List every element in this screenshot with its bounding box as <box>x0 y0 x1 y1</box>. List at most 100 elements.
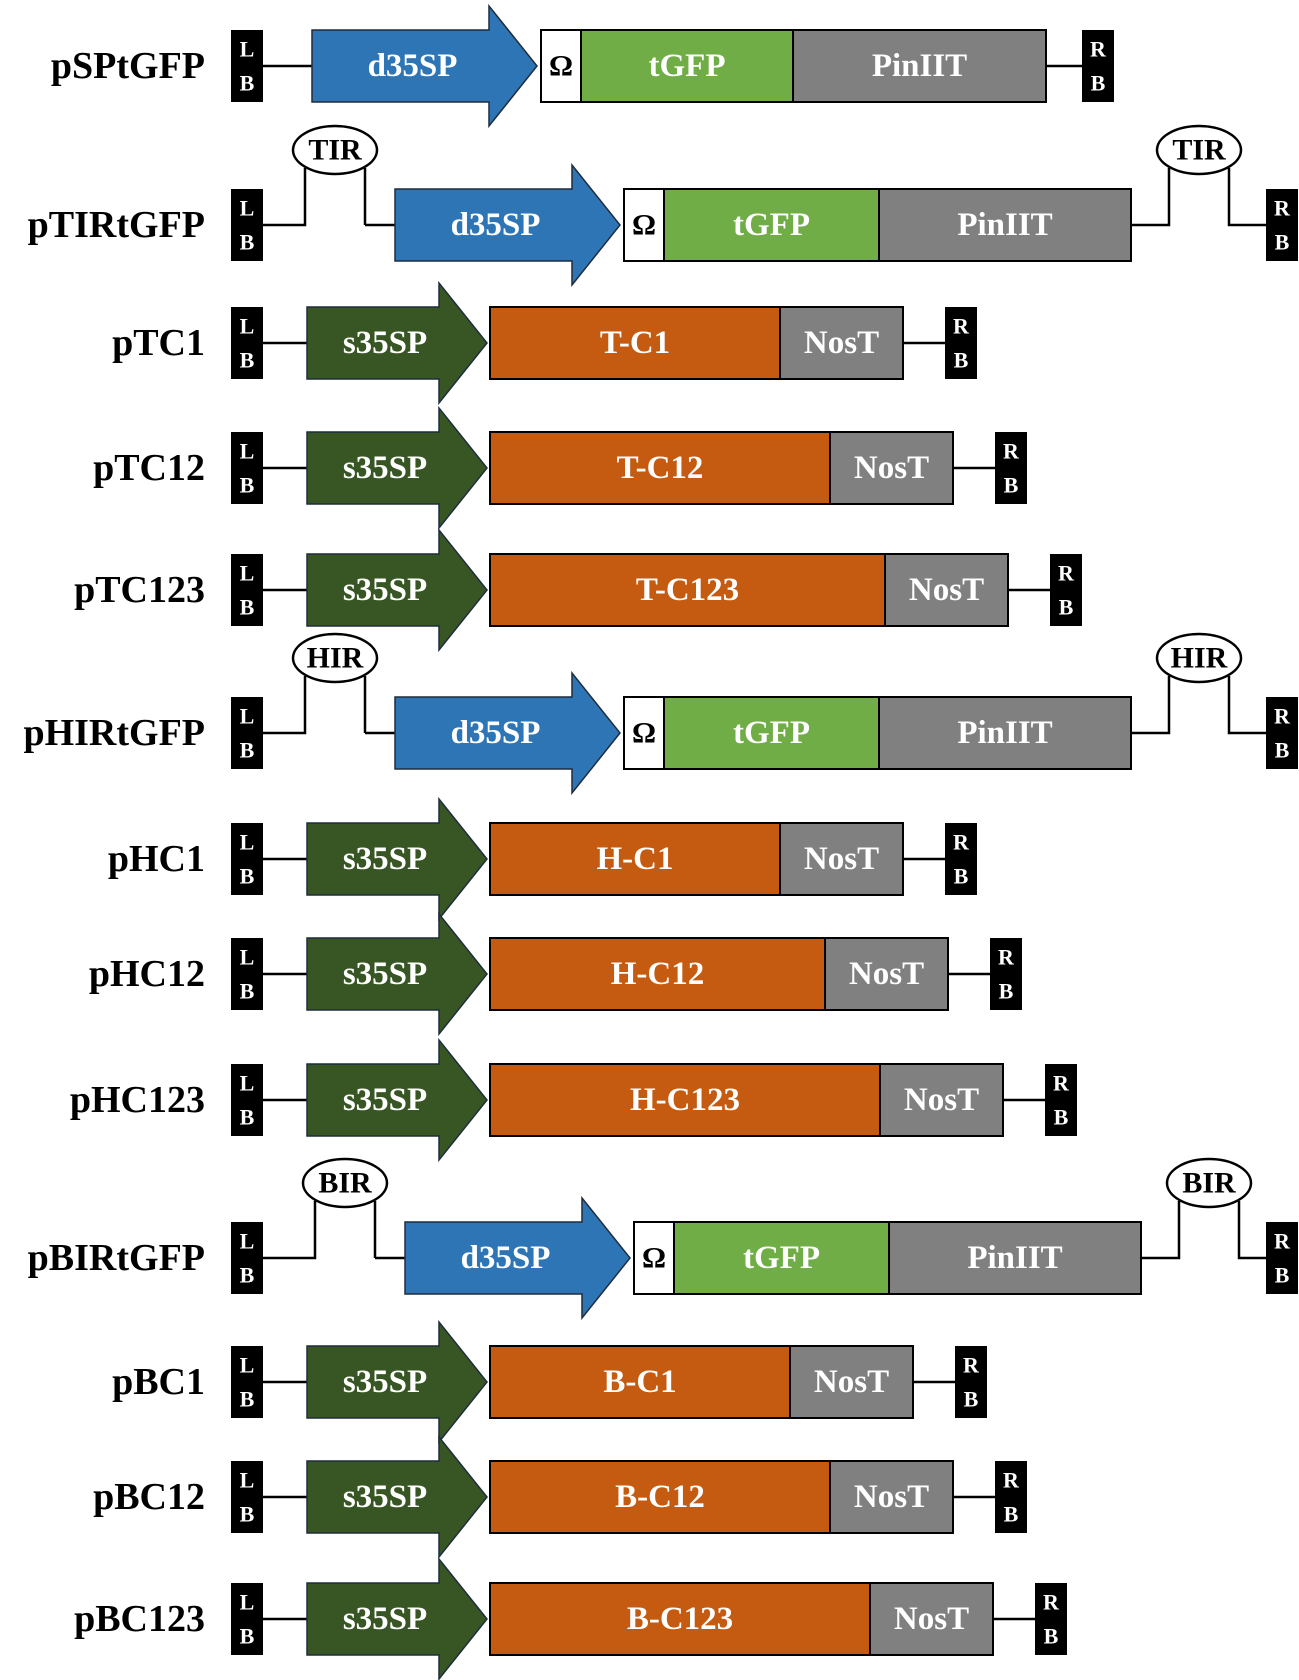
terminator-box-label: PinIIT <box>957 207 1052 243</box>
construct-name: pTC123 <box>74 569 205 611</box>
gene-box-label: B-C12 <box>615 1479 705 1515</box>
right-border-box-letter-top: R <box>1274 196 1291 221</box>
left-insulator-loop <box>291 124 379 176</box>
right-border-box <box>1266 189 1298 261</box>
right-border-box-letter-top: R <box>953 314 970 339</box>
terminator-box <box>779 306 904 380</box>
terminator-box-label: NosT <box>894 1601 969 1637</box>
omega-box-label: Ω <box>632 209 656 242</box>
terminator-box-label: NosT <box>804 841 879 877</box>
promoter-arrow <box>306 1556 488 1680</box>
construct-name: pTIRtGFP <box>28 204 205 246</box>
promoter-arrow <box>306 1434 488 1560</box>
right-border-box <box>1266 697 1298 769</box>
terminator-box <box>884 553 1009 627</box>
right-border-box-letter-bottom: B <box>1044 1624 1059 1649</box>
right-border-box-letter-bottom: B <box>1004 473 1019 498</box>
promoter-arrow <box>306 911 488 1037</box>
right-border-box <box>1266 1222 1298 1294</box>
terminator-box-label: NosT <box>804 325 879 361</box>
right-border-box <box>995 432 1027 504</box>
terminator-box <box>878 696 1132 770</box>
right-border-box-letter-top: R <box>1274 704 1291 729</box>
right-border-box-letter-top: R <box>1090 37 1107 62</box>
gene-box <box>489 306 781 380</box>
left-border-box-letter-top: L <box>240 37 255 62</box>
right-border-box-letter-bottom: B <box>964 1387 979 1412</box>
terminator-box-label: NosT <box>854 1479 929 1515</box>
gene-box-label: tGFP <box>733 207 810 243</box>
right-border-box <box>945 307 977 379</box>
promoter-arrow <box>394 162 621 288</box>
left-border-box-letter-top: L <box>240 704 255 729</box>
promoter-arrow-label: d35SP <box>368 48 458 84</box>
construct-name: pHC12 <box>89 953 205 995</box>
left-border-box-letter-top: L <box>240 830 255 855</box>
right-border-box <box>955 1346 987 1418</box>
right-border-box-letter-bottom: B <box>1004 1502 1019 1527</box>
terminator-box-label: NosT <box>814 1364 889 1400</box>
right-insulator-loop <box>1155 632 1243 684</box>
promoter-arrow <box>306 280 488 406</box>
promoter-arrow-label: s35SP <box>343 450 427 486</box>
left-insulator-stem <box>263 1201 377 1260</box>
gene-box-label: tGFP <box>649 48 726 84</box>
left-insulator-stem <box>263 676 367 735</box>
left-insulator-label: BIR <box>318 1167 372 1200</box>
terminator-box <box>888 1221 1142 1295</box>
right-border-box-letter-bottom: B <box>1091 71 1106 96</box>
right-border-box <box>945 823 977 895</box>
promoter-arrow-label: d35SP <box>451 207 541 243</box>
left-border-box-letter-top: L <box>240 439 255 464</box>
right-insulator-stem <box>1131 168 1266 227</box>
left-border-box <box>231 1461 263 1533</box>
omega-box <box>633 1221 675 1295</box>
left-border-box <box>231 307 263 379</box>
left-border-box-letter-bottom: B <box>240 1105 255 1130</box>
promoter-arrow-label: s35SP <box>343 572 427 608</box>
left-border-box-letter-top: L <box>240 1229 255 1254</box>
left-border-box-letter-bottom: B <box>240 1624 255 1649</box>
gene-box-label: H-C12 <box>611 956 705 992</box>
promoter-arrow <box>311 3 538 129</box>
left-border-box-letter-top: L <box>240 1468 255 1493</box>
promoter-arrow-label: d35SP <box>451 715 541 751</box>
left-border-box-letter-top: L <box>240 561 255 586</box>
construct-name: pBC123 <box>74 1598 205 1640</box>
omega-box-label: Ω <box>549 50 573 83</box>
gene-box <box>663 696 880 770</box>
right-border-box-letter-top: R <box>1043 1590 1060 1615</box>
gene-box-label: H-C1 <box>597 841 674 877</box>
terminator-box <box>789 1345 914 1419</box>
gene-box-label: B-C1 <box>603 1364 676 1400</box>
right-border-box-letter-top: R <box>1003 439 1020 464</box>
terminator-box <box>879 1063 1004 1137</box>
gene-box-label: tGFP <box>733 715 810 751</box>
terminator-box <box>869 1582 994 1656</box>
right-border-box-letter-bottom: B <box>1275 1263 1290 1288</box>
right-border-box-letter-top: R <box>998 945 1015 970</box>
left-border-box-letter-bottom: B <box>240 348 255 373</box>
right-border-box-letter-bottom: B <box>999 979 1014 1004</box>
gene-box <box>489 1460 831 1534</box>
right-insulator-stem <box>1131 676 1266 735</box>
left-border-box-letter-top: L <box>240 1590 255 1615</box>
left-border-box <box>231 1583 263 1655</box>
gene-box-label: T-C123 <box>636 572 739 608</box>
left-border-box-letter-top: L <box>240 1353 255 1378</box>
left-border-box <box>231 697 263 769</box>
right-border-box <box>990 938 1022 1010</box>
terminator-box-label: PinIIT <box>957 715 1052 751</box>
right-border-box <box>1050 554 1082 626</box>
gene-box <box>489 1063 881 1137</box>
terminator-box <box>792 29 1047 103</box>
gene-box-label: B-C123 <box>627 1601 733 1637</box>
